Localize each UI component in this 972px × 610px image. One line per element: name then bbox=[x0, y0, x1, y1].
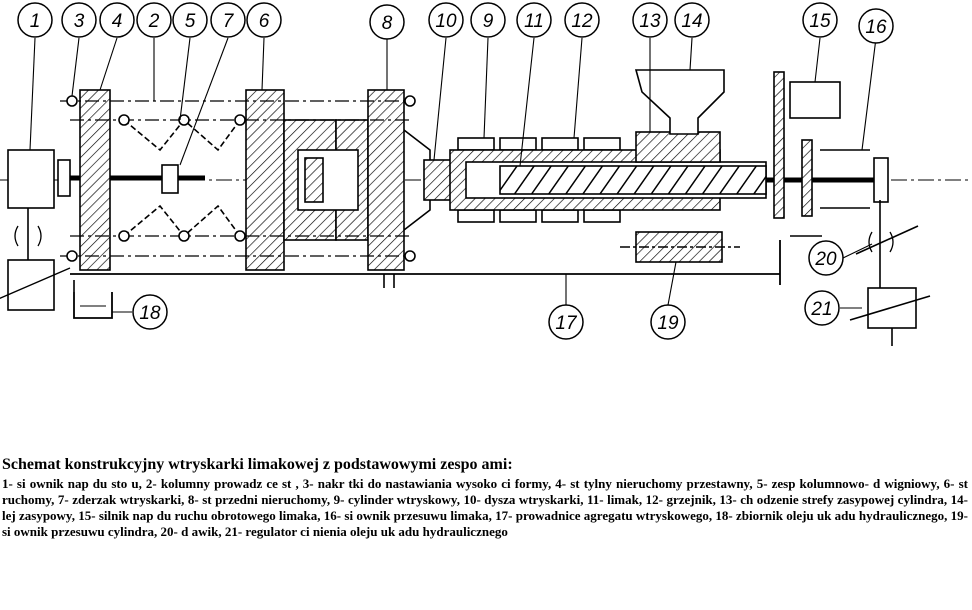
callout-13: 13 bbox=[632, 2, 668, 38]
heater-band-4 bbox=[583, 137, 621, 151]
svg-text:4: 4 bbox=[112, 11, 123, 32]
svg-text:13: 13 bbox=[639, 11, 661, 32]
heater-band-1 bbox=[457, 137, 495, 151]
callout-20: 20 bbox=[808, 240, 844, 276]
svg-text:1: 1 bbox=[30, 11, 41, 32]
svg-text:5: 5 bbox=[185, 11, 196, 32]
throttle-arrow bbox=[855, 225, 919, 255]
screw-motor bbox=[789, 81, 841, 119]
callout-17: 17 bbox=[548, 304, 584, 340]
svg-text:3: 3 bbox=[74, 11, 85, 32]
callout-3: 3 bbox=[61, 2, 97, 38]
svg-text:12: 12 bbox=[571, 11, 593, 32]
svg-text:8: 8 bbox=[382, 13, 393, 34]
feed-throat-cooling bbox=[635, 131, 721, 163]
stop-block bbox=[161, 164, 179, 194]
svg-text:21: 21 bbox=[810, 299, 832, 320]
svg-text:19: 19 bbox=[657, 313, 679, 334]
nozzle bbox=[423, 159, 453, 201]
callout-14: 14 bbox=[674, 2, 710, 38]
svg-text:18: 18 bbox=[139, 303, 161, 324]
callout-21: 21 bbox=[804, 290, 840, 326]
oil-tank bbox=[73, 292, 113, 319]
callout-10: 10 bbox=[428, 2, 464, 38]
callout-5: 5 bbox=[172, 2, 208, 38]
heater-band-2 bbox=[499, 137, 537, 151]
callout-2: 2 bbox=[136, 2, 172, 38]
callout-7: 7 bbox=[210, 2, 246, 38]
callout-19: 19 bbox=[650, 304, 686, 340]
injection-molding-machine-diagram: 1 3 4 2 5 7 6 8 10 9 11 12 13 14 15 16 2… bbox=[0, 2, 972, 346]
callout-11: 11 bbox=[516, 2, 552, 38]
callout-18: 18 bbox=[132, 294, 168, 330]
heater-band-3 bbox=[541, 137, 579, 151]
svg-text:7: 7 bbox=[223, 11, 235, 32]
gear-wheel bbox=[773, 71, 785, 219]
front-platen bbox=[367, 89, 405, 271]
callout-15: 15 bbox=[802, 2, 838, 38]
svg-text:16: 16 bbox=[865, 17, 887, 38]
caption-legend: 1- si ownik nap du sto u, 2- kolumny pro… bbox=[2, 476, 968, 539]
injection-cylinder bbox=[820, 149, 870, 209]
svg-text:6: 6 bbox=[259, 11, 270, 32]
figure-caption: Schemat konstrukcyjny wtryskarki limakow… bbox=[2, 456, 968, 540]
hopper bbox=[634, 69, 725, 135]
callout-12: 12 bbox=[564, 2, 600, 38]
clamp-cylinder bbox=[7, 149, 55, 209]
svg-text:17: 17 bbox=[555, 313, 578, 334]
svg-text:20: 20 bbox=[814, 249, 837, 270]
svg-text:9: 9 bbox=[483, 11, 494, 32]
caption-title: Schemat konstrukcyjny wtryskarki limakow… bbox=[2, 456, 513, 473]
callout-4: 4 bbox=[99, 2, 135, 38]
moving-platen bbox=[245, 89, 285, 271]
clamp-piston-head bbox=[57, 159, 71, 197]
svg-text:2: 2 bbox=[148, 11, 160, 32]
svg-text:11: 11 bbox=[524, 11, 544, 32]
callout-16: 16 bbox=[858, 8, 894, 44]
rear-platen bbox=[79, 89, 111, 271]
screw bbox=[499, 165, 767, 195]
callout-6: 6 bbox=[246, 2, 282, 38]
callout-9: 9 bbox=[470, 2, 506, 38]
callout-1: 1 bbox=[17, 2, 53, 38]
callout-8: 8 bbox=[369, 4, 405, 40]
svg-text:14: 14 bbox=[681, 11, 702, 32]
svg-text:10: 10 bbox=[435, 11, 457, 32]
svg-text:15: 15 bbox=[809, 11, 831, 32]
